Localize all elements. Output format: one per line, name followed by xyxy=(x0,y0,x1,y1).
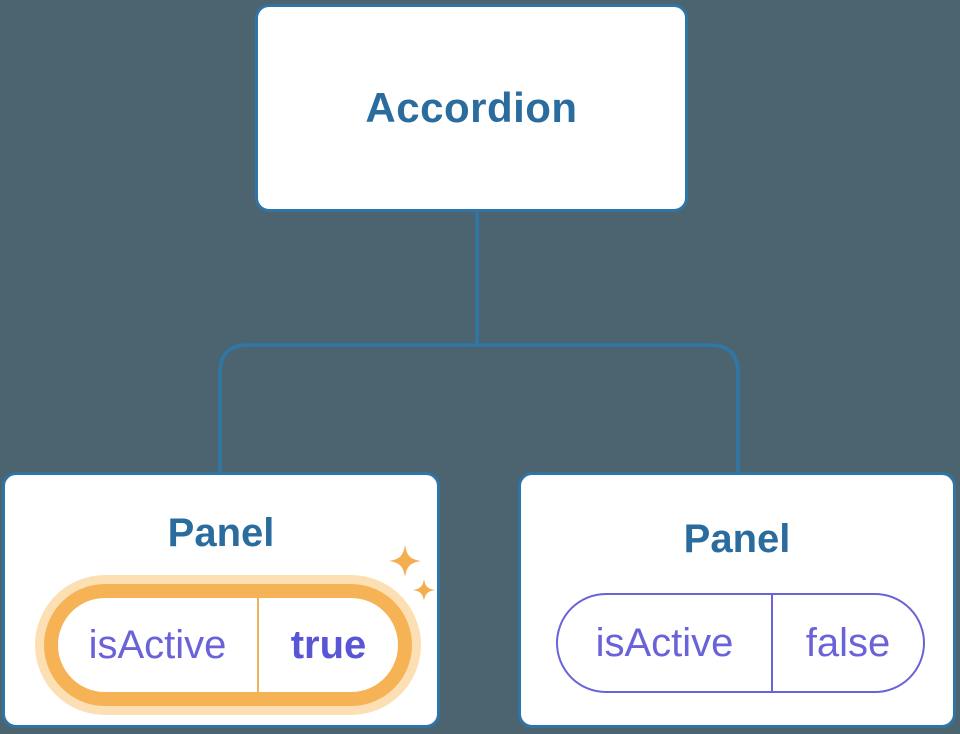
panel-node-active: Panel isActive true xyxy=(2,472,440,728)
connector-branch xyxy=(218,343,740,473)
sparkle-icon-large xyxy=(389,545,421,577)
accordion-node-label: Accordion xyxy=(365,84,578,131)
state-pill-divider xyxy=(771,595,773,691)
state-key: isActive xyxy=(88,622,227,667)
state-key: isActive xyxy=(595,620,734,665)
state-pill-active: isActive true xyxy=(44,584,412,706)
state-pill-divider xyxy=(257,598,259,692)
panel-node-inactive: Panel isActive false xyxy=(518,472,956,728)
sparkles-icon xyxy=(389,545,435,601)
state-value: false xyxy=(805,620,891,665)
panel-node-label: Panel xyxy=(683,517,791,561)
accordion-node: Accordion xyxy=(255,4,688,212)
state-pill-inactive: isActive false xyxy=(556,593,925,693)
state-value: true xyxy=(290,622,367,667)
panel-node-label: Panel xyxy=(167,511,275,555)
sparkle-icon-small xyxy=(413,579,435,601)
